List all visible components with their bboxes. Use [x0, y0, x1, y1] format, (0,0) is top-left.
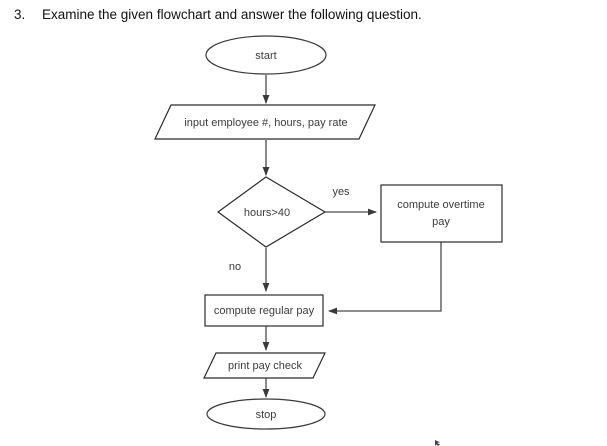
node-stop-label: stop: [256, 409, 277, 421]
node-input-shape[interactable]: [154, 104, 376, 140]
node-regular-label: compute regular pay: [214, 305, 315, 317]
node-decision-label: hours>40: [244, 207, 290, 219]
edge-label-no: no: [229, 261, 241, 273]
node-print-shape[interactable]: [203, 352, 326, 379]
node-decision-shape[interactable]: [216, 176, 327, 248]
connector-overtime-to-regular: [328, 242, 442, 315]
edge-label-yes: yes: [332, 186, 350, 198]
question-number: 3.: [14, 7, 26, 23]
question-text: Examine the given flowchart and answer t…: [42, 7, 422, 23]
node-overtime-label-line1: compute overtime: [397, 199, 484, 211]
node-overtime-shape[interactable]: [380, 184, 503, 243]
node-print-label: print pay check: [228, 360, 302, 372]
node-overtime-label-line2: pay: [432, 216, 450, 228]
node-start-shape[interactable]: [205, 35, 327, 75]
node-start-label: start: [255, 50, 276, 62]
question-header: 3. Examine the given flowchart and answe…: [0, 0, 607, 30]
node-stop-shape[interactable]: [206, 398, 326, 430]
flowchart-diagram: start input employee #, hours, pay rate …: [0, 26, 607, 446]
node-regular-shape[interactable]: [204, 294, 324, 327]
node-input-label: input employee #, hours, pay rate: [184, 117, 347, 129]
